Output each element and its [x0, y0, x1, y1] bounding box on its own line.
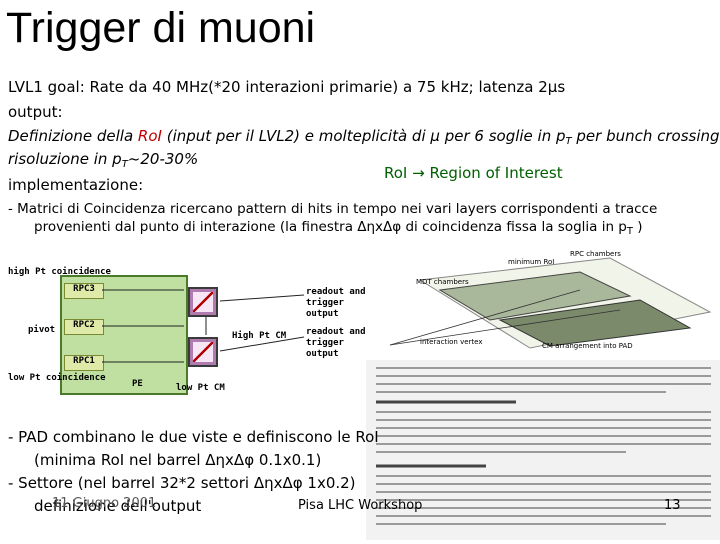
label-cm-arrangement: CM arrangement into PAD — [542, 342, 633, 350]
detector-figure: RPC chambers minimum RoI MDT chambers in… — [380, 250, 720, 360]
output-def-b: (input per il LVL2) e molteplicità di µ … — [161, 127, 566, 145]
definizione-output: definizione dell'output — [34, 497, 202, 515]
rpc2-box: RPC2 — [64, 319, 104, 335]
page-number: 13 — [664, 498, 681, 513]
label-mdt-chambers: MDT chambers — [416, 278, 469, 286]
matrix-line-2b: ) — [633, 219, 643, 235]
high-cm-gate-icon — [188, 287, 218, 317]
goal-line: LVL1 goal: Rate da 40 MHz(*20 interazion… — [8, 78, 566, 96]
pad-line-2: (minima RoI nel barrel ΔηxΔφ 0.1x0.1) — [34, 451, 322, 469]
matrix-line-1: - Matrici di Coincidenza ricercano patte… — [8, 201, 658, 217]
pad-line-1: - PAD combinano le due viste e definisco… — [8, 428, 379, 446]
impl-label: implementazione: — [8, 176, 144, 194]
output-def-a: Definizione della — [8, 127, 138, 145]
readout-output-1: readout and trigger output — [306, 287, 366, 319]
label-minimum-roi: minimum RoI — [508, 258, 555, 266]
risoluzione-b: ~20-30% — [127, 150, 199, 168]
roi-note: RoI → Region of Interest — [384, 164, 563, 182]
low-cm-gate-icon — [188, 337, 218, 367]
sector-line: - Settore (nel barrel 32*2 settori ΔηxΔφ… — [8, 474, 356, 492]
high-pt-label: high Pt coincidence — [8, 267, 111, 277]
rpc1-box: RPC1 — [64, 355, 104, 371]
output-def-sub: T — [565, 136, 572, 147]
low-pt-label: low Pt coincidence — [8, 373, 106, 383]
slide-title: Trigger di muoni — [6, 4, 316, 52]
risoluzione-line: risoluzione in pT~20-30% — [8, 150, 198, 170]
paper-text-lines — [376, 367, 711, 525]
high-cm-label: High Pt CM — [232, 331, 287, 341]
output-def-roi: RoI — [137, 127, 162, 145]
footer-center: Pisa LHC Workshop — [298, 498, 423, 513]
coincidence-block — [60, 275, 188, 395]
output-def-c: per bunch crossing — [571, 127, 720, 145]
footer-date: 11 Giugno 2001 — [52, 496, 157, 511]
trigger-logic-diagram: high Pt coincidence RPC3 pivot RPC2 RPC1… — [6, 265, 380, 395]
readout-output-2: readout and trigger output — [306, 327, 366, 359]
label-interaction-vertex: interaction vertex — [420, 338, 483, 346]
detector-sketch — [389, 257, 712, 349]
output-label: output: — [8, 103, 63, 121]
output-definition: Definizione della RoI (input per il LVL2… — [8, 127, 720, 147]
risoluzione-sub: T — [121, 159, 128, 170]
matrix-line-2sub: T — [626, 226, 633, 237]
rpc3-box: RPC3 — [64, 283, 104, 299]
pivot-label: pivot — [28, 325, 56, 335]
paper-excerpt — [366, 360, 720, 540]
matrix-line-2a: provenienti dal punto di interazione (la… — [34, 219, 627, 235]
pe-label: PE — [132, 379, 143, 389]
low-cm-label: low Pt CM — [176, 383, 225, 393]
label-rpc-chambers: RPC chambers — [570, 250, 621, 258]
matrix-line-2: provenienti dal punto di interazione (la… — [34, 219, 643, 237]
diagram-wires — [102, 289, 305, 363]
risoluzione-a: risoluzione in p — [8, 150, 122, 168]
